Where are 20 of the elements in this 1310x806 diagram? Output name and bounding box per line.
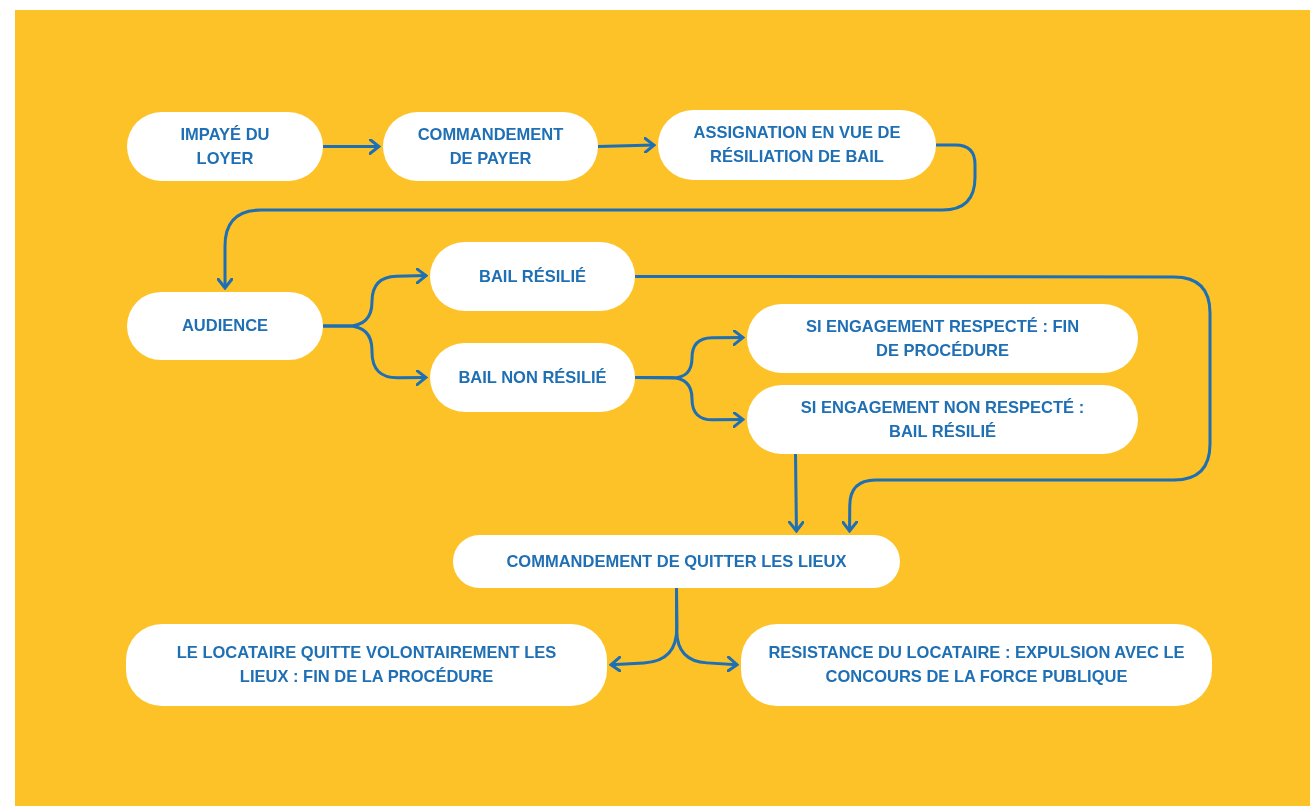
step-label: COMMANDEMENT DE QUITTER LES LIEUX bbox=[506, 550, 847, 572]
arrow bbox=[323, 324, 428, 387]
rounded-step-box bbox=[126, 624, 607, 706]
arrow bbox=[635, 275, 1212, 533]
step-label: BAIL NON RÉSILIÉ bbox=[458, 366, 607, 388]
rounded-step-box bbox=[453, 535, 900, 588]
step-label: RESISTANCE DU LOCATAIRE : EXPULSION AVEC LE CONCOURS DE LA FORCE PUBLIQUE bbox=[767, 642, 1186, 687]
rounded-step-box bbox=[741, 624, 1212, 706]
arrow bbox=[787, 453, 805, 533]
step-label: COMMANDEMENT DE PAYER bbox=[416, 123, 565, 169]
step-label: BAIL RÉSILIÉ bbox=[479, 265, 586, 287]
arrow bbox=[597, 136, 656, 154]
step-label: ASSIGNATION EN VUE DE RÉSILIATION DE BAIL bbox=[692, 122, 902, 167]
arrow bbox=[216, 143, 977, 290]
step-label: AUDIENCE bbox=[181, 315, 269, 337]
step-label: IMPAYÉ DU LOYER bbox=[179, 123, 271, 169]
arrow bbox=[323, 138, 381, 155]
step-label: SI ENGAGEMENT RESPECTÉ : FIN DE PROCÉDURE bbox=[804, 315, 1081, 361]
step-label: LE LOCATAIRE QUITTE VOLONTAIREMENT LES LIEUX : FIN DE LA PROCÉDURE bbox=[175, 642, 558, 687]
step-label: SI ENGAGEMENT NON RESPECTÉ : BAIL RÉSILIÉ bbox=[799, 396, 1086, 442]
